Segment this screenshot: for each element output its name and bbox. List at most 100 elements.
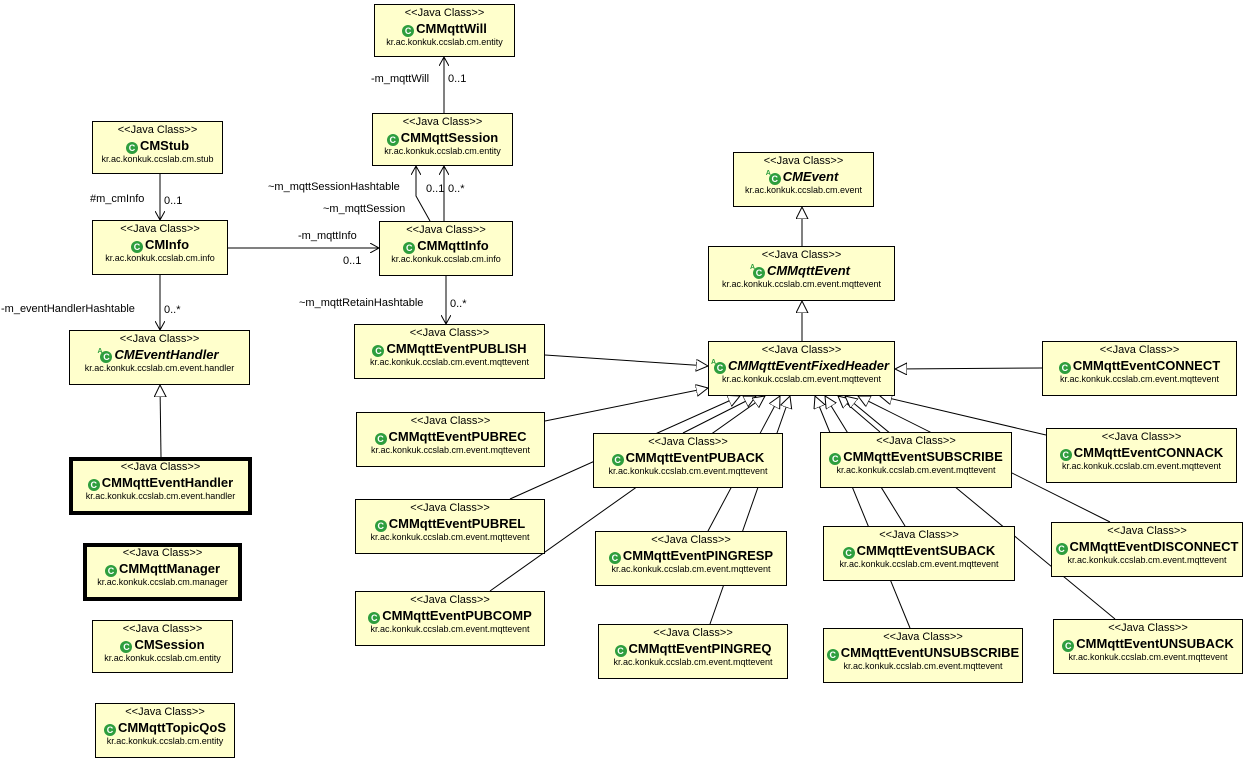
package-label: kr.ac.konkuk.ccslab.cm.event.mqttevent (611, 564, 771, 574)
class-icon: C (1059, 449, 1072, 461)
class-name-text: CMMqttEventPUBCOMP (382, 608, 532, 623)
class-name-text: CMMqttEventFixedHeader (727, 358, 890, 373)
package-label: kr.ac.konkuk.ccslab.cm.event.mqttevent (370, 624, 530, 634)
package-label: kr.ac.konkuk.ccslab.cm.entity (106, 736, 224, 746)
class-icon: C (87, 479, 100, 491)
class-name-text: CMMqttEventUNSUBSCRIBE (840, 645, 1020, 660)
class-name: CCMEventHandler (70, 346, 249, 363)
stereotype-label: <<Java Class>> (120, 461, 201, 473)
generalization-line (160, 385, 161, 458)
package-label: kr.ac.konkuk.ccslab.cm.event.mqttevent (839, 559, 999, 569)
class-icon: C (374, 520, 387, 532)
class-name: CCMEvent (734, 168, 873, 185)
class-name-text: CMMqttEventHandler (101, 475, 234, 490)
class-icon: C (614, 645, 627, 657)
class-CMEventHandler[interactable]: <<Java Class>>CCMEventHandlerkr.ac.konku… (69, 330, 250, 385)
package-label: kr.ac.konkuk.ccslab.cm.event.mqttevent (1061, 461, 1222, 471)
generalization-line (489, 396, 765, 592)
stereotype-label: <<Java Class>> (761, 344, 842, 356)
class-name-text: CMMqttEventCONNACK (1073, 445, 1224, 460)
multiplicity-label: 0..1 (343, 255, 362, 267)
multiplicity-label: 0..* (448, 183, 465, 195)
stereotype-label: <<Java Class>> (410, 415, 491, 427)
package-label: kr.ac.konkuk.ccslab.cm.event.mqttevent (721, 279, 882, 289)
generalization-line (709, 396, 790, 625)
abstract-class-icon: C (711, 357, 726, 374)
class-CMMqttEvent[interactable]: <<Java Class>>CCMMqttEventkr.ac.konkuk.c… (708, 246, 895, 301)
generalization-line (895, 368, 1043, 369)
class-icon: C (403, 242, 416, 254)
abstract-class-icon: C (766, 168, 781, 185)
class-name-text: CMMqttEvent (766, 263, 851, 278)
class-icon: C (826, 649, 839, 661)
class-name-text: CMMqttInfo (417, 238, 489, 253)
stereotype-label: <<Java Class>> (410, 594, 490, 606)
class-icon: C (125, 142, 138, 154)
association-line (416, 166, 431, 222)
class-CMEvent[interactable]: <<Java Class>>CCMEventkr.ac.konkuk.ccsla… (733, 152, 874, 207)
stereotype-label: <<Java Class>> (125, 706, 205, 718)
class-icon: C (103, 724, 116, 736)
class-icon: C (402, 25, 415, 37)
role-label-m-mqttInfo: -m_mqttInfo (298, 230, 357, 242)
class-icon: C (842, 547, 855, 559)
stereotype-label: <<Java Class>> (404, 7, 485, 19)
package-label: kr.ac.konkuk.ccslab.cm.event.mqttevent (613, 657, 773, 667)
generalization-line (544, 354, 708, 366)
package-label: kr.ac.konkuk.ccslab.cm.info (391, 254, 501, 264)
generalization-line (880, 396, 1047, 436)
package-label: kr.ac.konkuk.ccslab.cm.entity (104, 653, 221, 663)
stereotype-label: <<Java Class>> (122, 623, 203, 635)
package-label: kr.ac.konkuk.ccslab.cm.event.mqttevent (1059, 374, 1220, 384)
stereotype-label: <<Java Class>> (883, 631, 963, 643)
class-icon: C (608, 552, 621, 564)
class-icon: C (104, 565, 117, 577)
multiplicity-label: 0..* (164, 304, 181, 316)
stereotype-label: <<Java Class>> (763, 155, 844, 167)
abstract-class-icon: C (750, 262, 765, 279)
stereotype-label: <<Java Class>> (1108, 622, 1188, 634)
stereotype-label: <<Java Class>> (653, 627, 733, 639)
class-name-text: CMMqttEventSUBACK (856, 543, 996, 558)
stereotype-label: <<Java Class>> (120, 223, 200, 235)
class-name-text: CMMqttTopicQoS (117, 720, 227, 735)
stereotype-label: <<Java Class>> (119, 333, 200, 345)
stereotype-label: <<Java Class>> (1101, 431, 1182, 443)
package-label: kr.ac.konkuk.ccslab.cm.event.mqttevent (1067, 555, 1227, 565)
stereotype-label: <<Java Class>> (1099, 344, 1180, 356)
class-CMMqttEventFixedHeader[interactable]: <<Java Class>>CCMMqttEventFixedHeaderkr.… (708, 341, 895, 396)
